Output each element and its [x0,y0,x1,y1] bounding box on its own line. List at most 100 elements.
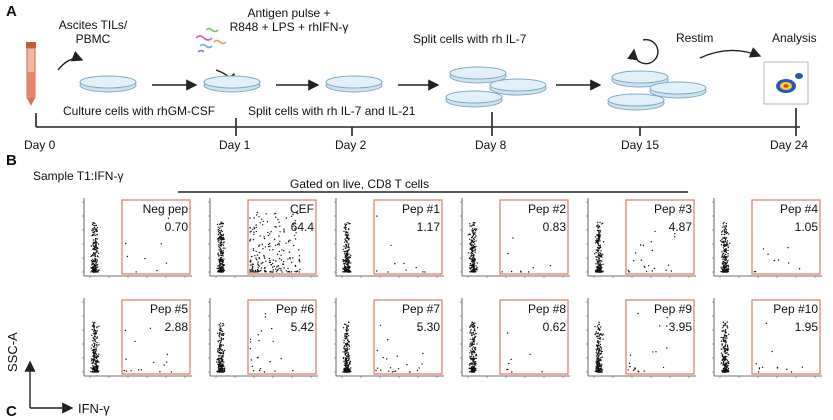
flow-plot-canvas [712,198,822,278]
plot-percentage: 0.62 [542,320,566,334]
plot-title: Pep #8 [527,302,566,316]
panel-a-label: A [6,3,17,20]
flow-plot-canvas [460,198,570,278]
flow-plot: Pep #8 0.62 [460,296,570,378]
plot-axes [713,198,822,277]
plot-percentage: 5.42 [290,320,314,334]
gate-label: Gated on live, CD8 T cells [290,177,429,191]
positive-gate [751,199,821,275]
flow-plot-canvas [334,298,444,378]
plot-title: Pep #7 [401,302,440,316]
plot-axes [83,198,192,277]
plot-axes [209,298,318,377]
plot-percentage: 4.87 [668,220,692,234]
x-axis-label: IFN-γ [78,401,110,416]
plot-title: Pep #4 [779,202,818,216]
dish-stack-day15 [607,70,707,111]
positive-gate [373,199,443,275]
step-antigen-line1: Antigen pulse + [247,6,331,20]
tube-icon [26,42,36,106]
flow-plot-canvas [586,298,696,378]
flow-plot-canvas [208,198,318,278]
plot-axes [587,298,696,377]
event-dots [90,217,170,273]
gate-bracket [178,191,688,193]
flow-plot-canvas [334,198,444,278]
event-dots [467,221,552,273]
positive-gate [625,199,695,275]
flow-plot-canvas [586,198,696,278]
day-1-label: Day 1 [219,138,251,152]
sample-label: Sample T1:IFN-γ [33,169,124,183]
day-2-label: Day 2 [335,138,367,152]
event-dots [468,321,543,373]
step-ascites-line1: Ascites TILs/ [58,18,128,32]
dish-2 [203,75,261,93]
flow-plot: Pep #6 5.42 [208,296,318,378]
step-antigen: Antigen pulse + R848 + LPS + rhIFN-γ [214,6,364,34]
y-axis-label: SSC-A [5,332,20,372]
plot-axes [713,298,822,377]
flow-plot-canvas [82,298,192,378]
event-dots [342,215,426,273]
event-dots [720,321,804,373]
positive-gate [121,299,191,375]
step-ascites-line2: PBMC [75,32,111,46]
plot-axes [83,298,192,377]
event-dots [342,321,424,373]
dish-1 [79,75,137,93]
flow-plot-canvas [460,298,570,378]
step-split-il7: Split cells with rh IL-7 [413,32,527,46]
plot-title: Pep #2 [527,202,566,216]
day-15-label: Day 15 [621,138,660,152]
dish-stack-day8 [445,66,547,108]
positive-gate [247,299,317,375]
event-dots [90,321,173,373]
plot-title: Pep #10 [773,302,818,316]
curved-arrow-1 [57,51,84,71]
plot-percentage: 0.70 [164,220,188,234]
flow-plot: Pep #1 1.17 [334,196,444,278]
plot-axes [209,198,318,277]
plot-axes [587,198,696,277]
timeline-diagram [26,27,809,136]
plot-title: Pep #1 [401,202,440,216]
curved-arrow-3 [699,47,762,59]
flow-plot: CEF 64.4 [208,196,318,278]
flow-plot: Pep #2 0.83 [460,196,570,278]
plot-title: Pep #9 [653,302,692,316]
analysis-plot-icon [763,61,809,105]
step-culture: Culture cells with rhGM-CSF [63,104,216,118]
step-restim: Restim [676,31,714,45]
plot-title: Pep #6 [275,302,314,316]
day-8-label: Day 8 [475,138,507,152]
plot-title: Pep #3 [653,202,692,216]
event-dots [594,221,676,273]
flow-plot-canvas [82,198,192,278]
plot-percentage: 64.4 [290,220,314,234]
plot-percentage: 5.30 [416,320,440,334]
positive-gate [625,299,695,375]
positive-gate [751,299,821,375]
flow-plot-canvas [712,298,822,378]
step-ascites: Ascites TILs/ PBMC [38,18,148,46]
plot-title: Neg pep [142,202,188,216]
plot-percentage: 1.95 [794,320,818,334]
positive-gate [121,199,191,275]
plot-axes [335,298,444,377]
event-dots [719,221,801,273]
flow-plot-canvas [208,298,318,378]
positive-gate [499,199,569,275]
plot-axes [335,198,444,277]
event-dots [215,313,294,373]
event-dots [216,211,301,273]
plot-title: CEF [290,202,314,216]
restim-cycle-icon [627,38,659,65]
flow-plot: Pep #10 1.95 [712,296,822,378]
plot-percentage: 0.83 [542,220,566,234]
plot-percentage: 1.17 [416,220,440,234]
plot-axes [461,298,570,377]
